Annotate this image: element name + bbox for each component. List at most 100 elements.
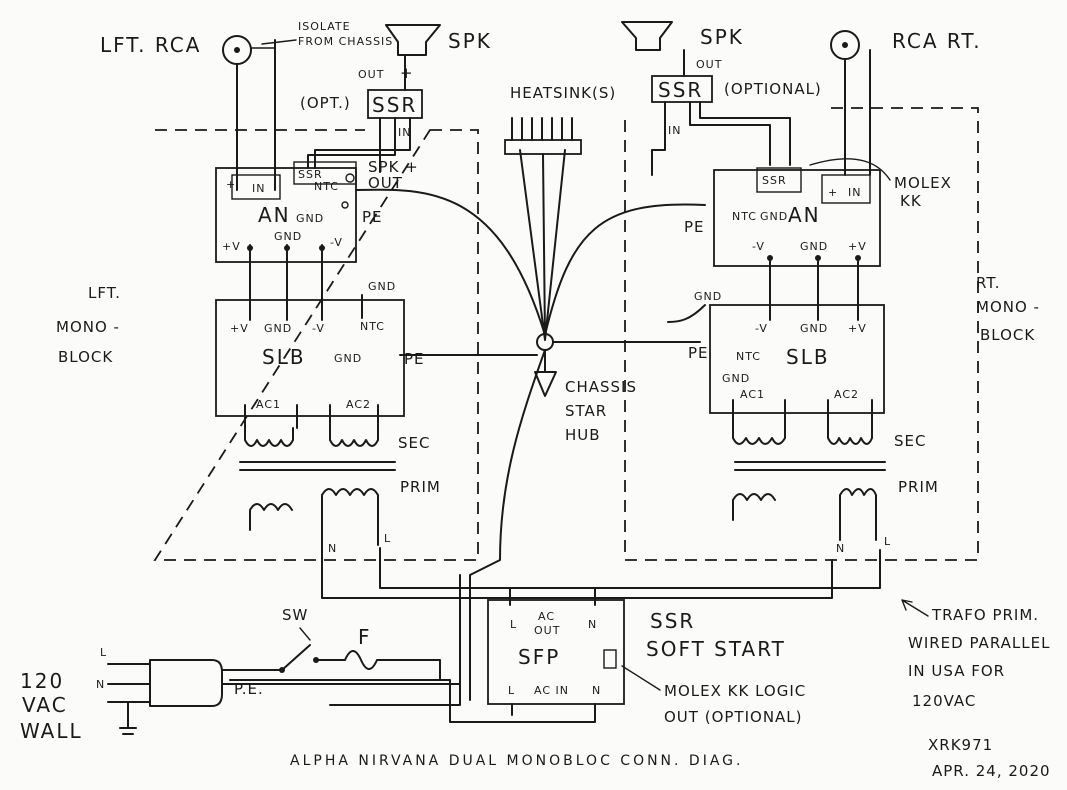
left-an-ntc: NTC [314,180,339,193]
label-trafo-1: TRAFO PRIM. [931,606,1039,624]
label-wall-3: WALL [20,719,83,743]
right-an-ssr-block [756,167,802,193]
label-isolate-2: FROM CHASSIS [298,35,393,48]
mains-l: L [100,646,107,659]
sfp-label: SFP [518,645,560,669]
mains-n: N [96,678,105,691]
label-fuse: F [358,625,372,649]
heatsink-icon [504,117,582,155]
label-wall-1: 120 [20,669,64,693]
right-slb-mv: -V [755,322,768,335]
sfp-molex-connector [603,649,617,669]
label-rt-mono: RT. [976,274,1000,292]
left-prim-label: PRIM [400,478,441,496]
label-trafo-3: IN USA FOR [908,662,1005,680]
left-sec-label: SEC [398,434,430,452]
left-an-mv: -V [330,236,343,249]
label-trafo-4: 120VAC [912,692,976,710]
label-sw: SW [282,606,308,624]
label-ssr-right-out: OUT [696,58,722,71]
left-an-spk-plus: SPK + [368,158,419,176]
label-opt-left: (OPT.) [300,94,351,112]
right-speaker-icon [621,21,673,51]
left-an-pe: PE [362,208,383,226]
label-lft-rca: LFT. RCA [100,33,201,57]
right-slb-pe: PE [688,344,709,362]
left-slb-gnd: GND [264,322,292,335]
mains-plug-icon [107,659,223,735]
left-prim-n: N [328,542,337,555]
left-an-pv: +V [222,240,241,253]
right-molex: MOLEX [894,174,952,192]
right-prim-label: PRIM [898,478,939,496]
right-slb-label: SLB [786,345,830,369]
right-prim-n: N [836,542,845,555]
left-slb-pv: +V [230,322,249,335]
sfp-soft-start-board [487,599,625,705]
sfp-in-n: N [592,684,601,697]
right-slb-gnd-ntc: GND [722,372,750,385]
label-molex-logic-2: OUT (OPTIONAL) [664,708,803,726]
sfp-out-n: N [588,618,597,631]
right-an-pe: PE [684,218,705,236]
diagram-title: ALPHA NIRVANA DUAL MONOBLOC CONN. DIAG. [290,753,743,769]
right-slb-ac2: AC2 [834,388,859,401]
left-speaker-icon [385,24,441,56]
left-slb-ac1: AC1 [256,398,281,411]
left-slb-label: SLB [262,345,306,369]
label-ssr-soft-2: SOFT START [646,637,786,661]
right-an-pv: +V [848,240,867,253]
right-slb-board [709,304,885,414]
label-lft-mono-2: MONO - [56,318,120,336]
left-an-input-block [231,174,281,200]
date-label: APR. 24, 2020 [932,762,1051,780]
left-slb-ac2: AC2 [346,398,371,411]
right-slb-ntc: NTC [736,350,761,363]
right-slb-gnd-top: GND [694,290,722,303]
right-primary-coil [732,488,877,541]
sfp-ac-out-2: OUT [534,624,560,637]
isolate-arrow [261,39,297,45]
left-rca-jack [222,35,276,191]
right-an-label: AN [788,203,821,227]
label-molex-logic-1: MOLEX KK LOGIC [664,682,806,700]
left-an-ssr-block [293,161,357,185]
label-hub: HUB [565,426,601,444]
left-an-plus: + [226,178,236,191]
label-rt-mono-2: MONO - [976,298,1040,316]
label-lft-mono: LFT. [88,284,121,302]
right-sec-label: SEC [894,432,926,450]
right-slb-ac1: AC1 [740,388,765,401]
left-an-label: AN [258,203,291,227]
right-molex-kk: KK [900,192,922,210]
label-ssr-soft-1: SSR [650,609,695,633]
right-an-input-block [821,174,871,204]
right-prim-l: L [884,535,891,548]
label-pe-mains: P.E. [234,680,264,698]
left-slb-pe: PE [404,350,425,368]
right-an-board [713,169,881,267]
right-an-ssr-label: SSR [762,174,787,187]
right-an-ntc: NTC [732,210,757,223]
label-ssr-left-out: OUT [358,68,384,81]
label-rt-mono-3: BLOCK [980,326,1035,344]
left-an-gnd: GND [274,230,302,243]
label-chassis: CHASSIS [565,378,637,396]
label-star: STAR [565,402,607,420]
label-trafo-2: WIRED PARALLEL [908,634,1050,652]
right-an-gnd-top: GND [760,210,788,223]
left-an-spk-out: OUT [368,174,403,192]
label-wall-2: VAC [22,693,68,717]
right-slb-pv: +V [848,322,867,335]
label-ssr-left: SSR [372,93,417,117]
left-prim-l: L [384,532,391,545]
right-rca-jack [830,30,871,176]
ssr-right-box [651,75,713,103]
right-secondary-coil [732,424,873,445]
sfp-out-l: L [510,618,517,631]
left-secondary-coil [244,427,379,447]
right-an-in: IN [848,186,861,199]
left-an-in: IN [252,182,265,195]
label-spk-right: SPK [700,25,744,49]
left-slb-gnd-ntc: GND [334,352,362,365]
